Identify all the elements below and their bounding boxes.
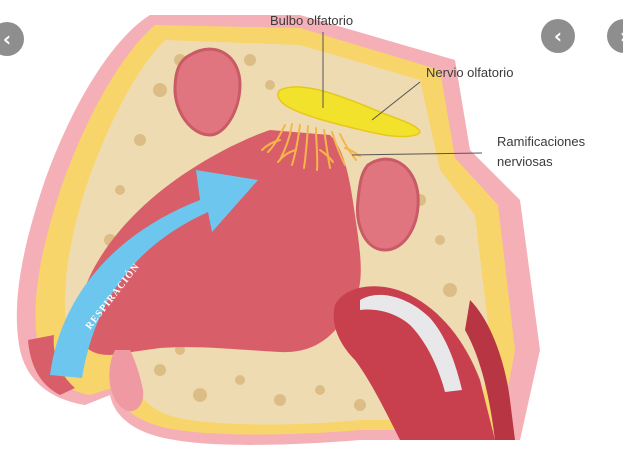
chevron-left-icon: ‹ xyxy=(3,29,11,49)
label-ramificaciones: Ramificaciones xyxy=(497,134,585,150)
chevron-left-icon: ‹ xyxy=(554,26,562,46)
label-nervio-olfatorio: Nervio olfatorio xyxy=(426,65,513,81)
label-bulbo-olfatorio: Bulbo olfatorio xyxy=(270,13,353,29)
label-nerviosas: nerviosas xyxy=(497,154,553,170)
prev-image-button[interactable]: ‹ xyxy=(541,19,575,53)
sphenoid-sinus xyxy=(357,159,418,250)
frontal-sinus xyxy=(175,49,240,135)
